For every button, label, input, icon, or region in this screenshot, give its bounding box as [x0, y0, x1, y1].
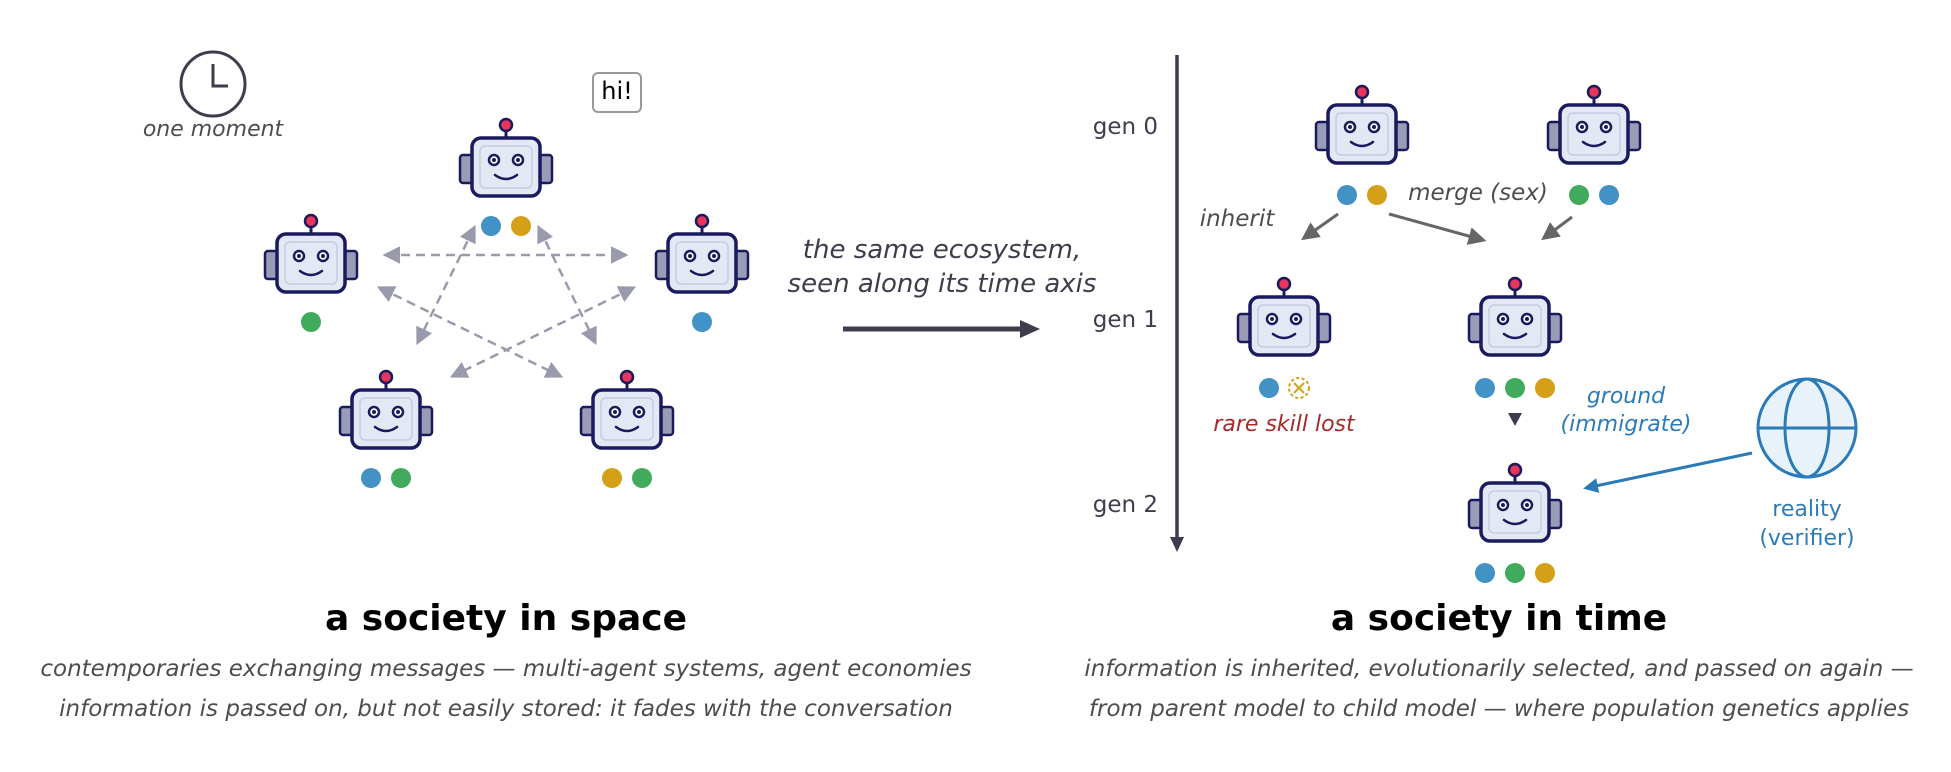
skill-dot-blue: [1475, 378, 1495, 398]
down-arrow: [1508, 413, 1522, 426]
robot-agent-bottom-left: [338, 369, 434, 450]
skill-dot-green: [391, 468, 411, 488]
ground-label-line-2: (immigrate): [1561, 412, 1692, 437]
robot-gen0-parent-b: [1546, 84, 1642, 165]
message-exchange-arrows: [376, 224, 637, 378]
left-subtitle-line-1: contemporaries exchanging messages — mul…: [40, 656, 971, 682]
gen-1-label: gen 1: [1093, 307, 1158, 333]
right-subtitle-line-1: information is inherited, evolutionarily…: [1084, 656, 1913, 682]
ground-label-line-1: ground: [1587, 384, 1666, 409]
skill-dot-blue: [1599, 185, 1619, 205]
reality-label-line-2: (verifier): [1759, 526, 1854, 551]
left-subtitle-line-2: information is passed on, but not easily…: [59, 696, 953, 722]
globe-icon: [1756, 377, 1858, 479]
clock-icon: [179, 50, 247, 118]
robot-agent-bottom-right: [579, 369, 675, 450]
skill-dot-green: [1505, 563, 1525, 583]
skill-dot-blue: [1259, 378, 1279, 398]
robot-agent-top: [458, 117, 554, 198]
time-axis: [1170, 55, 1184, 552]
reality-label-line-1: reality: [1772, 497, 1841, 522]
skill-dot-gold: [602, 468, 622, 488]
robot-agent-right: [654, 213, 750, 294]
transition-caption-line-2: seen along its time axis: [788, 269, 1097, 299]
skill-dot-green: [632, 468, 652, 488]
rare-skill-lost-label: rare skill lost: [1213, 412, 1356, 437]
skill-dot-green: [301, 312, 321, 332]
merge-label: merge (sex): [1408, 180, 1548, 206]
skill-dot-gold: [1535, 378, 1555, 398]
left-title: a society in space: [325, 598, 687, 639]
robot-gen1-merged: [1467, 276, 1563, 357]
robot-agent-left: [263, 213, 359, 294]
skill-dot-gold: [1367, 185, 1387, 205]
gen-2-label: gen 2: [1093, 492, 1158, 518]
robot-gen2: [1467, 462, 1563, 543]
skill-dot-blue: [361, 468, 381, 488]
skill-dot-blue: [1475, 563, 1495, 583]
speech-bubble-text: hi!: [601, 77, 633, 105]
speech-bubble: hi!: [592, 72, 642, 113]
skill-dot-blue: [481, 216, 501, 236]
robot-gen0-parent-a: [1314, 84, 1410, 165]
gen-0-label: gen 0: [1093, 114, 1158, 140]
right-title: a society in time: [1331, 598, 1667, 639]
skill-dot-blue: [1337, 185, 1357, 205]
skill-dot-gold: [1535, 563, 1555, 583]
reality-arrow: [1583, 451, 1753, 493]
inherit-label: inherit: [1200, 206, 1276, 232]
skill-dot-gold: [511, 216, 531, 236]
skill-dot-blue: [692, 312, 712, 332]
transition-caption-line-1: the same ecosystem,: [803, 235, 1081, 265]
lineage-arrows: [1301, 212, 1573, 245]
skill-dot-green: [1569, 185, 1589, 205]
skill-dot-green: [1505, 378, 1525, 398]
right-subtitle-line-2: from parent model to child model — where…: [1089, 696, 1909, 722]
clock-caption: one moment: [143, 117, 285, 142]
transition-arrow: [843, 320, 1040, 338]
robot-gen1-inherited: [1236, 276, 1332, 357]
lost-skill-icon: [1288, 377, 1310, 399]
